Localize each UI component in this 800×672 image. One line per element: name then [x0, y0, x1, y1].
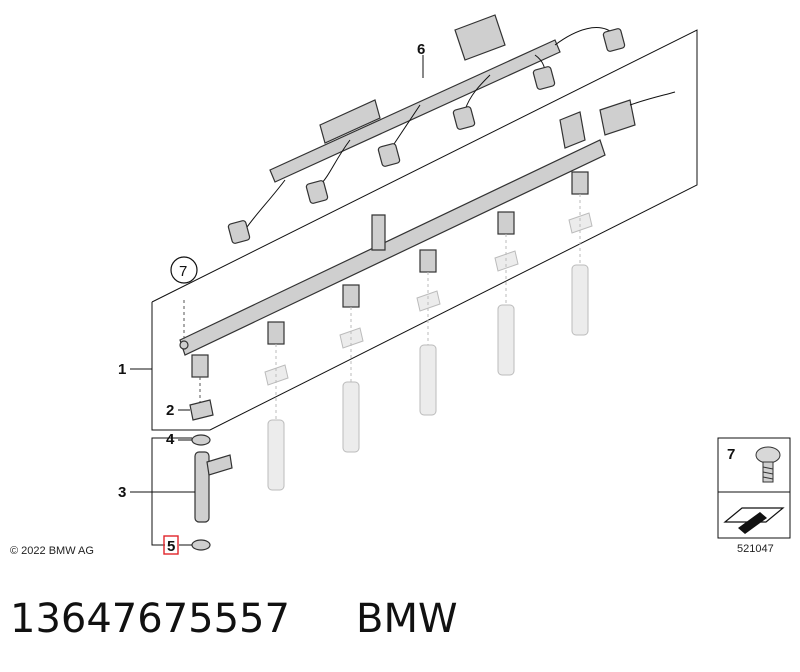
part-number: 13647675557: [10, 596, 290, 642]
brand-name: BMW: [356, 596, 458, 642]
callout-5-highlight: [163, 535, 179, 555]
copyright-text: © 2022 BMW AG: [10, 545, 94, 557]
ghost-injectors: [264, 194, 593, 491]
callout-7: 7: [179, 263, 187, 280]
screw-icon: [755, 446, 781, 483]
diagram-number: 521047: [737, 543, 774, 555]
wiring-harness: [227, 14, 626, 244]
callout-1: 1: [118, 361, 126, 378]
fuel-rail: [179, 91, 676, 378]
assembly-frame-1: [151, 29, 698, 431]
callout-4: 4: [166, 431, 175, 448]
callout-2: 2: [166, 402, 174, 419]
legend-box: 7: [717, 437, 791, 539]
arrow-symbol-icon: [723, 507, 785, 534]
legend-callout-7: 7: [727, 446, 735, 463]
injector-stack: [179, 300, 233, 551]
callout-3: 3: [118, 484, 126, 501]
callout-7-circle: [170, 256, 198, 284]
callout-6: 6: [417, 41, 425, 58]
callout-5: 5: [167, 538, 175, 555]
